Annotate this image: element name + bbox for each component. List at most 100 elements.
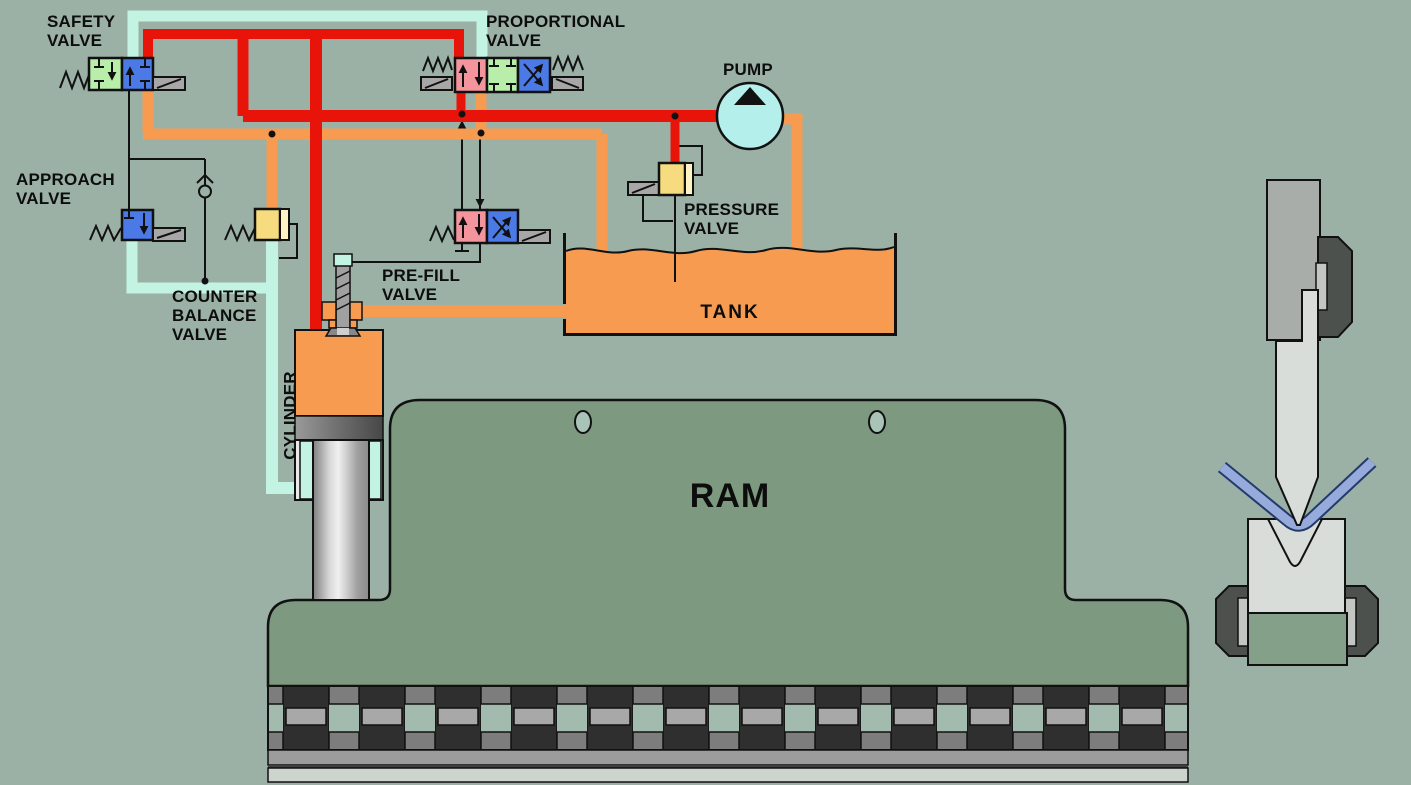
spring-icon bbox=[224, 223, 256, 243]
tool-clamp-teeth bbox=[267, 685, 1189, 751]
cylinder-cap-side-oil bbox=[294, 329, 384, 417]
die-v-groove bbox=[1267, 518, 1323, 567]
spring-icon bbox=[59, 69, 90, 91]
blocked-port-symbol bbox=[489, 59, 516, 67]
valve-position-open bbox=[120, 208, 155, 242]
blocked-port-symbol bbox=[94, 59, 104, 89]
ram-body bbox=[266, 398, 1190, 783]
pressure-valve-label: PRESSURE VALVE bbox=[684, 200, 780, 238]
die-clamps bbox=[1215, 585, 1379, 657]
tank-walls bbox=[563, 233, 897, 336]
approach-valve-symbol bbox=[89, 208, 186, 243]
junction-dot bbox=[671, 112, 679, 120]
valve-position-closed bbox=[87, 56, 124, 92]
poppet-housing-notch bbox=[349, 319, 358, 329]
pressure-valve-pilot-loop bbox=[672, 145, 703, 176]
safety-valve-label: SAFETY VALVE bbox=[47, 12, 116, 50]
pre-fill-valve-label: PRE-FILL VALVE bbox=[382, 266, 461, 304]
solenoid-diagonal bbox=[521, 231, 547, 242]
valve-position-active bbox=[453, 208, 489, 245]
poppet-housing-right bbox=[349, 301, 363, 321]
junction-dot bbox=[458, 110, 466, 118]
poppet-spring bbox=[335, 270, 351, 311]
valve-position-open bbox=[120, 56, 155, 92]
prefill-poppet-pilot-line bbox=[352, 243, 481, 263]
spring-icon bbox=[89, 223, 122, 243]
spring-icon bbox=[552, 54, 584, 73]
pressure-valve-symbol bbox=[627, 161, 694, 197]
valve-body bbox=[253, 207, 282, 242]
cylinder-rodside-line bbox=[266, 240, 303, 494]
cylinder-label: CYLINDER bbox=[280, 371, 300, 460]
junction-dot bbox=[477, 129, 485, 137]
valve-position-active bbox=[453, 56, 489, 94]
cylinder-assembly bbox=[294, 253, 384, 601]
counterbalance-pilot-loop bbox=[279, 223, 298, 259]
counter-balance-valve-symbol bbox=[224, 207, 290, 243]
poppet-stem bbox=[335, 259, 351, 331]
blocked-port-symbol bbox=[124, 211, 134, 219]
clamp-bar-mid bbox=[267, 749, 1189, 766]
cylinder-piston bbox=[294, 415, 384, 441]
solenoid-diagonal bbox=[156, 78, 182, 89]
solenoid-diagonal bbox=[156, 229, 182, 239]
blocked-port-symbol bbox=[140, 59, 150, 89]
punch-blade bbox=[1275, 289, 1319, 526]
cylinder-rod bbox=[312, 439, 370, 601]
proportional-valve-label: PROPORTIONAL VALVE bbox=[486, 12, 626, 50]
junction-dot bbox=[268, 130, 276, 138]
tank-fluid-surface bbox=[565, 246, 895, 255]
valve-body bbox=[657, 161, 687, 197]
approach-mint-line bbox=[126, 240, 272, 294]
ram-hole bbox=[868, 410, 886, 434]
check-valve-symbol bbox=[196, 173, 214, 199]
cross-flow-arrow bbox=[523, 63, 544, 87]
valve-position-center bbox=[485, 56, 520, 94]
solenoid-diagonal bbox=[424, 78, 449, 89]
ram-shape bbox=[266, 398, 1190, 688]
clamp-bar-dark bbox=[268, 765, 1188, 768]
pump-symbol bbox=[715, 81, 785, 151]
poppet-cap bbox=[333, 253, 353, 267]
poppet-head-highlight bbox=[337, 328, 349, 335]
tank-label: TANK bbox=[700, 302, 760, 323]
pump-suction-line bbox=[784, 113, 803, 253]
valve-body-strip bbox=[684, 162, 694, 196]
pump-flow-triangle bbox=[734, 87, 766, 105]
pump-circle bbox=[715, 81, 785, 151]
prefill-poppet bbox=[321, 253, 363, 337]
junction-dots bbox=[201, 110, 679, 285]
junction-dot bbox=[201, 277, 209, 285]
safety-valve-symbol bbox=[59, 56, 186, 92]
rod-side-oil-right bbox=[368, 440, 382, 500]
check-valve-seat bbox=[196, 173, 214, 184]
valve-body-strip bbox=[279, 208, 290, 241]
rod-side-lines-mint bbox=[126, 10, 488, 494]
tank-fluid bbox=[566, 247, 894, 334]
check-valve-ball bbox=[198, 184, 212, 199]
cross-flow-arrow bbox=[492, 216, 512, 239]
punch-clamp-slot bbox=[1315, 262, 1328, 311]
proportional-valve-symbol bbox=[420, 54, 584, 94]
poppet-housing-notch bbox=[328, 319, 337, 329]
rod-side-oil-left bbox=[299, 440, 314, 500]
ram-label: RAM bbox=[689, 477, 771, 515]
prefill-control-valve-symbol bbox=[429, 208, 551, 245]
solenoid-diagonal bbox=[555, 78, 580, 89]
spring-icon bbox=[429, 224, 455, 244]
pilot-stage-diagonal bbox=[631, 183, 656, 194]
poppet-housing-left bbox=[321, 301, 337, 321]
spring-icon bbox=[422, 55, 453, 74]
pump-label: PUMP bbox=[723, 60, 773, 79]
counter-balance-valve-label: COUNTER BALANCE VALVE bbox=[172, 287, 258, 344]
clamp-bar-light bbox=[267, 767, 1189, 783]
tank bbox=[563, 196, 897, 336]
punch-holder bbox=[1266, 179, 1321, 341]
die-base bbox=[1247, 612, 1348, 666]
top-mint-line bbox=[127, 10, 488, 58]
ram-hole bbox=[574, 410, 592, 434]
press-brake-tooling bbox=[1215, 179, 1379, 666]
blocked-port-symbol bbox=[489, 83, 516, 91]
